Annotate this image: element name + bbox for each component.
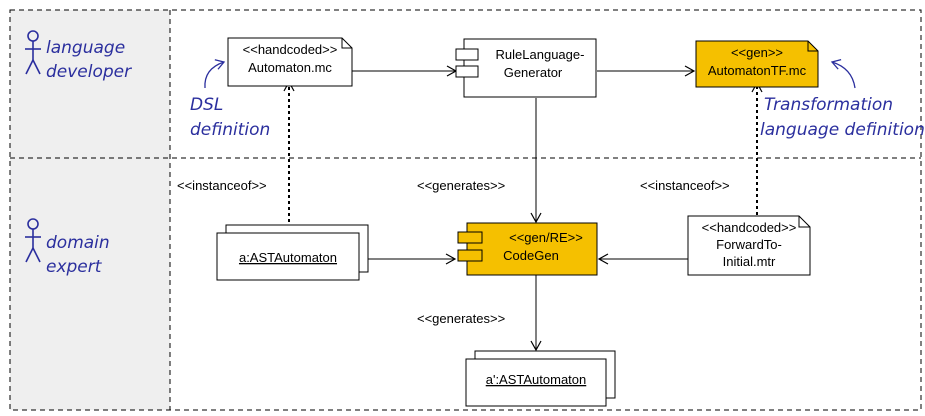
node-name-line1: ForwardTo- <box>716 237 782 252</box>
annotation-line1: Transformation <box>764 95 893 115</box>
annotation-arrow-icon <box>204 59 226 89</box>
node-name: a:ASTAutomaton <box>239 250 337 265</box>
lane-header-top <box>10 10 170 158</box>
annotation-transformation-language: Transformation language definition <box>760 58 925 140</box>
node-name: a':ASTAutomaton <box>486 372 587 387</box>
component-icon <box>457 249 483 262</box>
component-icon <box>455 65 479 78</box>
actor-language-developer: language developer <box>25 30 132 82</box>
annotation-arrow-icon <box>830 58 856 89</box>
node-rule-language-generator[interactable]: RuleLanguage- Generator <box>455 38 597 98</box>
node-ast-automaton-output[interactable]: a':ASTAutomaton <box>465 350 616 407</box>
edge-label-generates-bottom: <<generates>> <box>417 311 505 326</box>
actor-label-line2: developer <box>46 62 132 82</box>
edge-label-generates-top: <<generates>> <box>417 178 505 193</box>
annotation-line2: definition <box>190 120 270 140</box>
node-stereotype: <<handcoded>> <box>702 220 797 235</box>
connectors <box>283 65 763 352</box>
node-name-line1: RuleLanguage- <box>496 47 585 62</box>
actor-label-line1: language <box>46 38 125 58</box>
node-automaton-mc[interactable]: <<handcoded>> Automaton.mc <box>227 37 353 87</box>
node-stereotype: <<gen/RE>> <box>509 230 583 245</box>
annotation-line1: DSL <box>190 95 223 115</box>
actor-label-line1: domain <box>46 233 110 253</box>
node-stereotype: <<gen>> <box>731 45 783 60</box>
component-icon <box>455 48 479 61</box>
node-name-line2: Initial.mtr <box>723 254 776 269</box>
node-stereotype: <<handcoded>> <box>243 42 338 57</box>
component-icon <box>457 231 483 244</box>
annotation-dsl-definition: DSL definition <box>190 59 270 140</box>
lane-header-bottom <box>10 158 170 410</box>
stick-figure-icon <box>25 30 41 75</box>
node-name: AutomatonTF.mc <box>708 63 807 78</box>
annotation-line2: language definition <box>760 120 925 140</box>
node-name-line2: Generator <box>504 65 563 80</box>
stick-figure-icon <box>25 218 41 263</box>
swimlane-frame <box>9 9 922 411</box>
node-name: Automaton.mc <box>248 60 332 75</box>
node-ast-automaton[interactable]: a:ASTAutomaton <box>216 224 369 281</box>
actor-label-line2: expert <box>46 257 103 277</box>
actor-domain-expert: domain expert <box>25 218 110 277</box>
node-codegen[interactable]: <<gen/RE>> CodeGen <box>457 222 598 276</box>
node-forward-to-initial-mtr[interactable]: <<handcoded>> ForwardTo- Initial.mtr <box>687 215 811 276</box>
node-automatontf-mc[interactable]: <<gen>> AutomatonTF.mc <box>695 40 819 88</box>
node-name: CodeGen <box>503 248 559 263</box>
edge-label-instanceof-left: <<instanceof>> <box>177 178 267 193</box>
edge-label-instanceof-right: <<instanceof>> <box>640 178 730 193</box>
